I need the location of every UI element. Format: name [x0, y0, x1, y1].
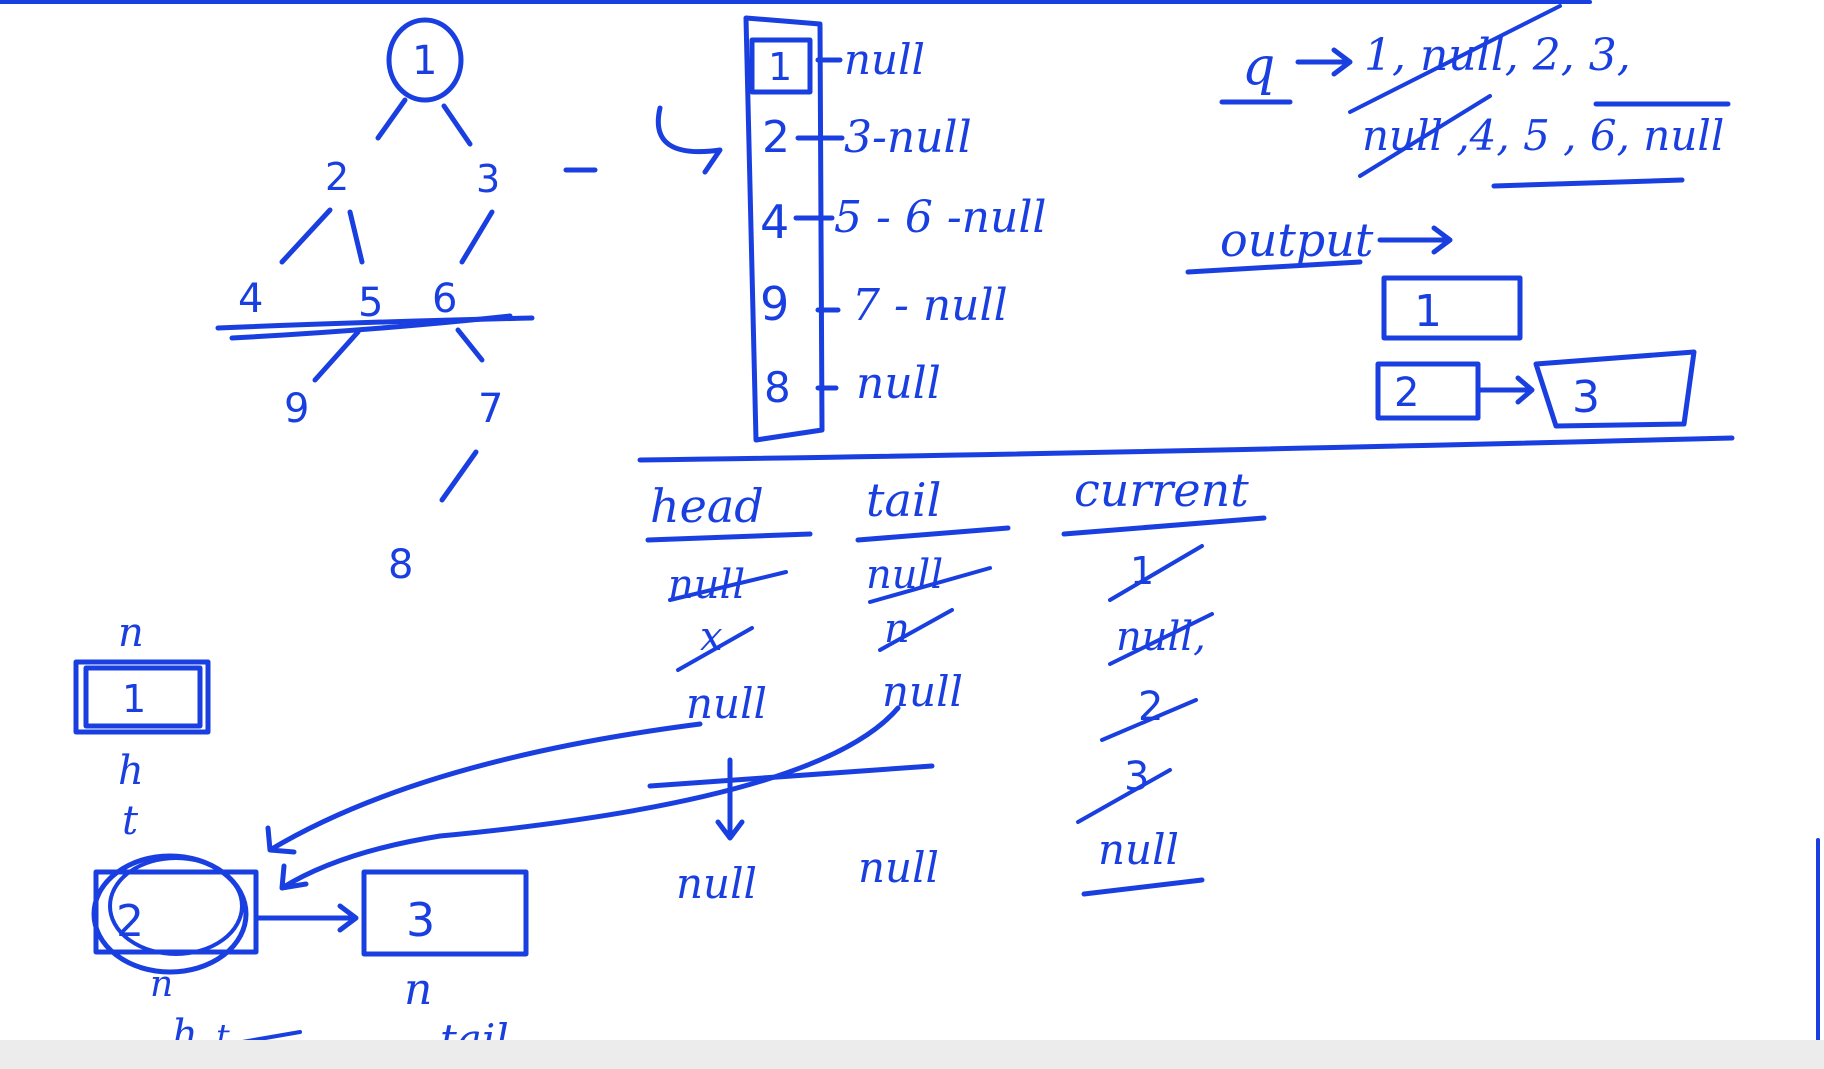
level-value-1: null [844, 35, 925, 84]
tree-node-4: 4 [238, 276, 263, 322]
strike [1076, 768, 1172, 824]
node-next-arrow [253, 903, 359, 933]
tree-node-6: 6 [432, 276, 457, 322]
node-value-3: 3 [406, 893, 435, 947]
level-key-4: 9 [760, 277, 789, 331]
node-box-2-circle-2 [108, 856, 244, 956]
head-pointer-arrow [265, 721, 703, 855]
level-key-1: 1 [768, 45, 792, 89]
node-box-3 [361, 869, 529, 957]
level-value-2: 3-null [844, 112, 972, 163]
node-value-2: 2 [116, 896, 144, 947]
header-underline [1061, 515, 1267, 537]
queue-arrow [1295, 47, 1353, 77]
curved-arrow [655, 105, 723, 175]
tree-node-9: 9 [284, 386, 309, 432]
output-box-1 [1381, 275, 1523, 341]
tree-edge [439, 449, 479, 503]
tree-node-5: 5 [358, 280, 383, 326]
tree-root-circle [386, 17, 464, 103]
strike [868, 566, 992, 604]
tree-node-7: 7 [478, 386, 503, 432]
header-underline [855, 525, 1011, 543]
current-underline [1081, 877, 1205, 897]
tree-node-1: 1 [412, 38, 437, 84]
output-value-2: 2 [1394, 370, 1419, 416]
tree-edge [455, 327, 485, 363]
output-value-3: 3 [1572, 372, 1600, 423]
node-h-label: h [118, 748, 144, 794]
tree-edge [375, 97, 408, 141]
binary-tree: 1 2 3 4 5 6 9 7 8 [215, 17, 598, 588]
tree-node-2: 2 [325, 155, 349, 199]
output-label: output [1220, 213, 1374, 267]
strike [676, 626, 754, 672]
node-demo: n 1 h t 2 3 n n h t tail [73, 610, 529, 1064]
strike [1108, 544, 1204, 602]
tree-edge [347, 209, 365, 265]
level-value-5: null [856, 358, 941, 409]
queue-strike [1348, 4, 1562, 114]
tree-edge [441, 103, 473, 147]
node-box-1-inner [83, 665, 203, 729]
section-divider [637, 435, 1735, 463]
bottom-band [0, 1040, 1824, 1069]
tree-node-8: 8 [388, 542, 413, 588]
strike [878, 608, 954, 652]
tail-pointer-arrow [279, 705, 901, 891]
level-divider [229, 313, 513, 341]
output-box-2 [1375, 361, 1481, 421]
level-array-box [743, 15, 825, 443]
level-key-3: 4 [760, 195, 789, 249]
reset-divider [647, 763, 935, 789]
output-section: output 1 2 3 [1185, 213, 1697, 429]
level-row-1-highlight [749, 37, 813, 95]
header-tail: tail [866, 473, 941, 527]
header-current: current [1074, 463, 1249, 517]
output-box-3 [1533, 349, 1697, 429]
node-box-2-circle [91, 853, 249, 975]
queue-underline [1491, 177, 1685, 189]
output-value-1: 1 [1414, 286, 1442, 337]
queue-trace: q 1, null, 2, 3, null ,4, 5 , 6, null [1219, 4, 1731, 189]
node-n-right: n [404, 964, 432, 1015]
strike [1100, 698, 1198, 742]
current-value-5: null [1098, 825, 1179, 874]
node-t-label: t [122, 798, 139, 844]
output-link-arrow [1475, 375, 1535, 405]
output-underline [1185, 259, 1363, 275]
queue-line-2: null ,4, 5 , 6, null [1362, 111, 1724, 160]
tree-edge [459, 209, 495, 265]
node-box-1-outer [73, 659, 211, 735]
tree-node-3: 3 [476, 157, 500, 201]
node-value-1: 1 [122, 677, 146, 721]
tree-edge [312, 329, 361, 383]
trace-table: head tail current null x null null n nul… [265, 463, 1267, 908]
output-arrow [1377, 225, 1453, 255]
level-key-5: 8 [764, 363, 791, 412]
tail-value-4: null [858, 843, 939, 892]
queue-strike [1358, 94, 1492, 178]
level-value-3: 5 - 6 -null [834, 192, 1047, 243]
level-key-2: 2 [762, 112, 790, 163]
node-top-label: n [118, 610, 144, 656]
tree-edge [279, 207, 333, 265]
head-value-4: null [676, 859, 757, 908]
strike [1108, 612, 1214, 666]
head-value-3: null [686, 679, 767, 728]
strike [668, 570, 788, 602]
header-head: head [650, 479, 764, 533]
queue-label: q [1242, 37, 1275, 97]
header-underline [645, 531, 813, 543]
level-list: 1 null 2 3-null 4 5 - 6 -null 9 7 - null… [655, 15, 1047, 443]
reset-arrow [715, 757, 745, 841]
node-n-left: n [150, 964, 173, 1005]
level-value-4: 7 - null [852, 280, 1008, 331]
